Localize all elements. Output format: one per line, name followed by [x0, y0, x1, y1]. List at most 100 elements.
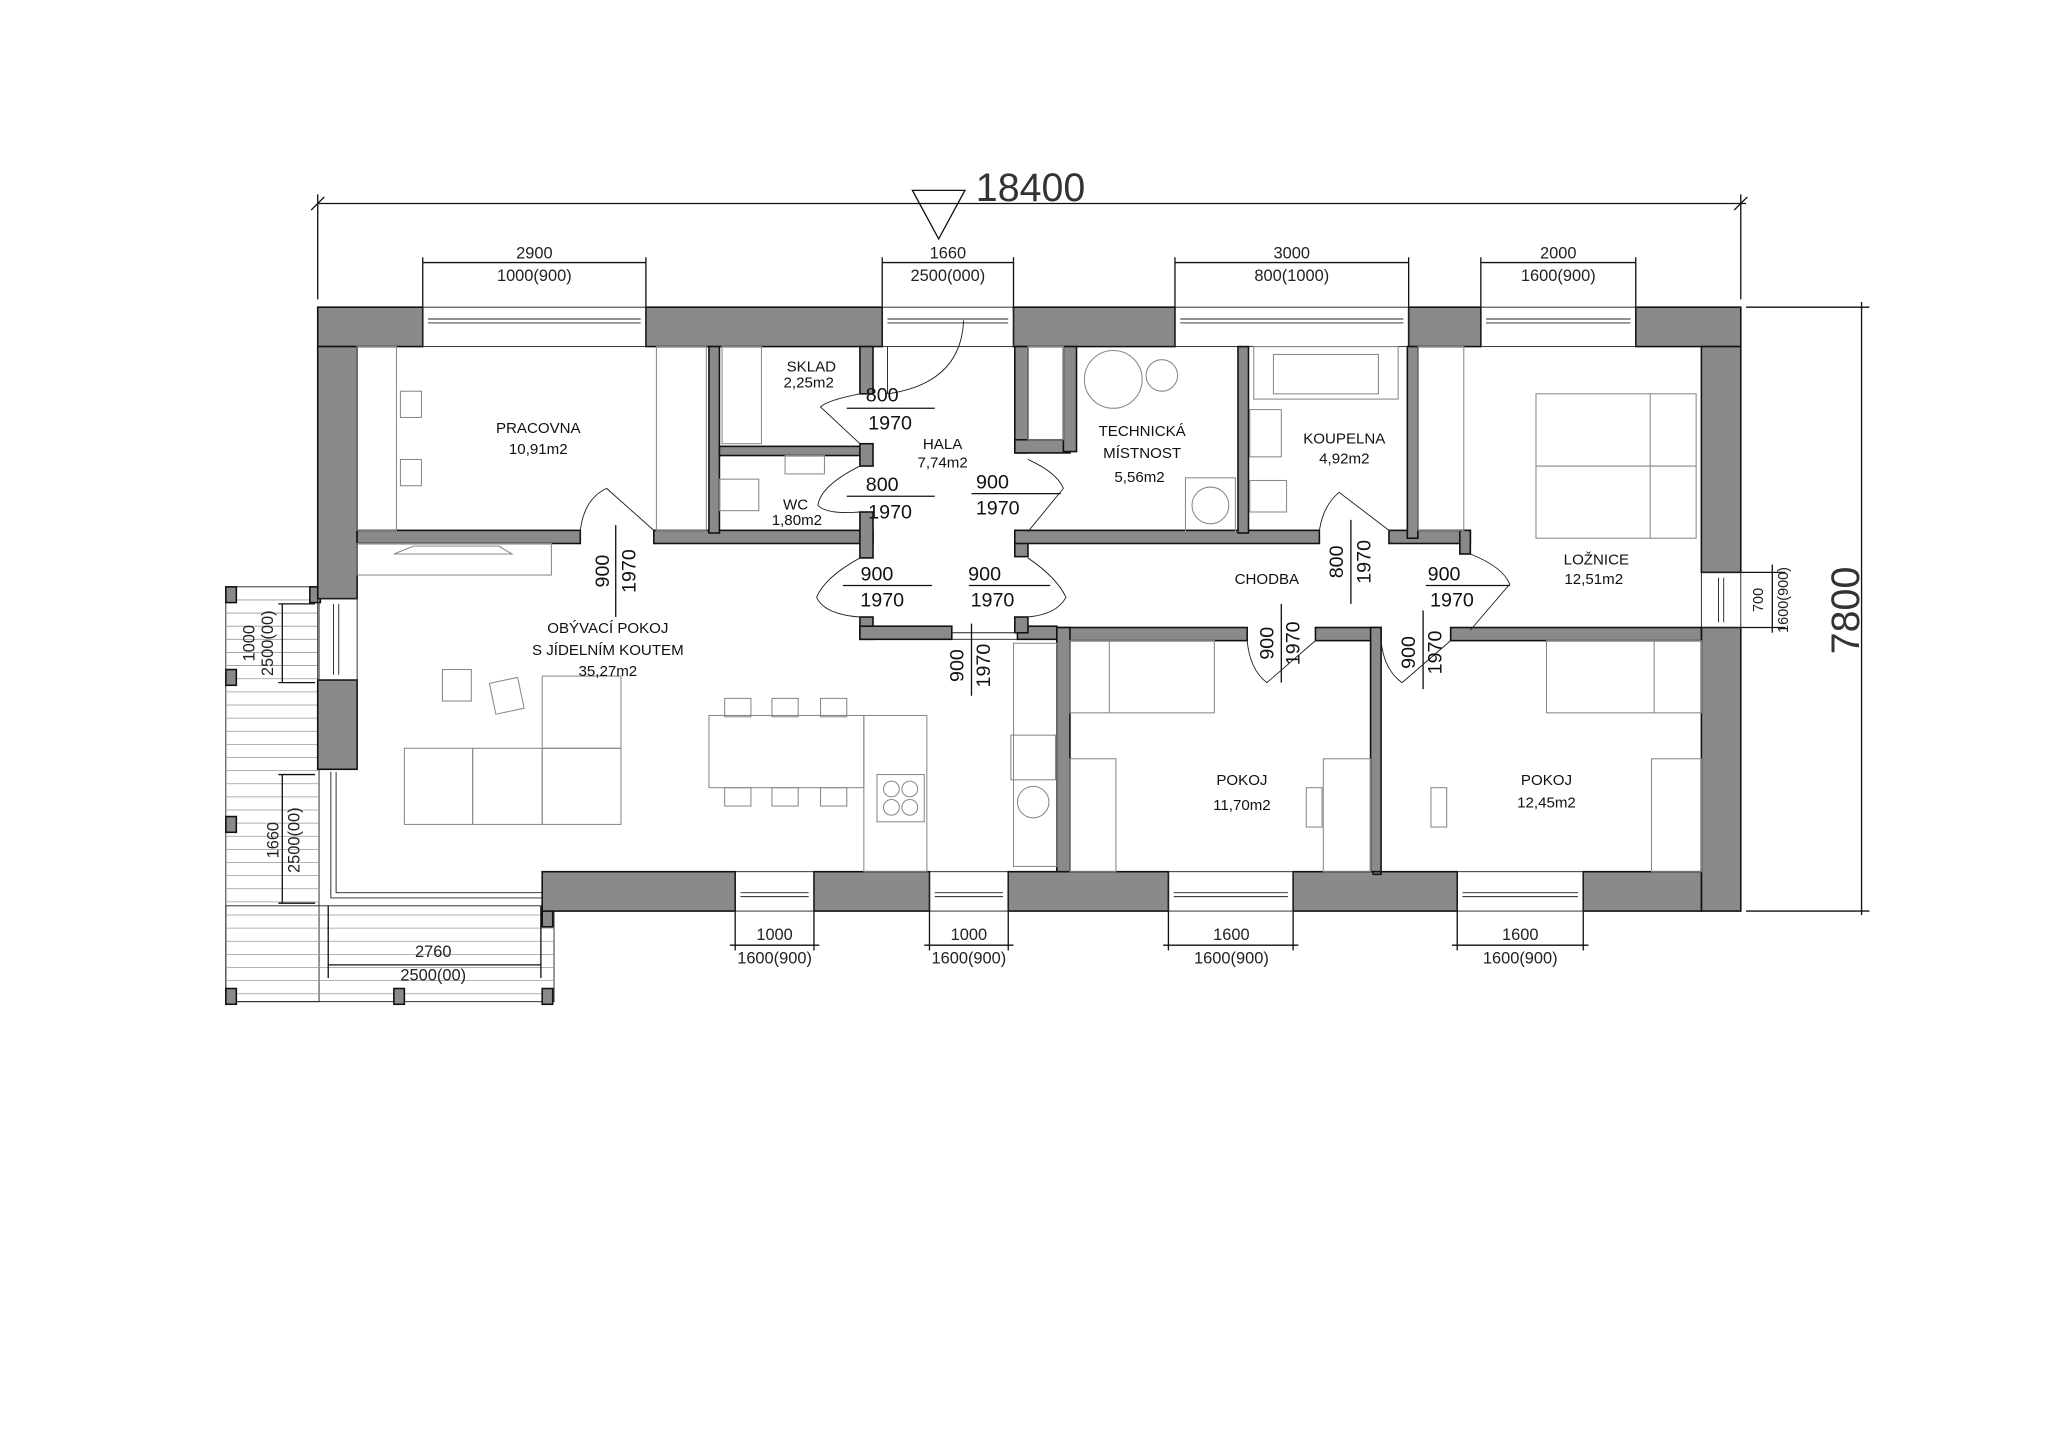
windows	[317, 306, 1742, 912]
overall-depth-label: 7800	[1824, 567, 1868, 655]
dimension-label: 800(1000)	[1254, 267, 1329, 285]
closets	[655, 346, 1702, 873]
room-koupelna-area: 4,92m2	[1319, 450, 1369, 467]
furniture	[356, 346, 1702, 873]
dimension-label: 1970	[868, 502, 912, 524]
room-sklad-area: 2,25m2	[784, 374, 834, 391]
dimension-label: 2500(000)	[910, 267, 985, 285]
elevation-marker-icon	[911, 189, 967, 241]
dimension-label: 1600(900)	[1483, 950, 1558, 968]
dimension-label: 700	[1751, 588, 1767, 612]
dimension-label: 1600(900)	[931, 950, 1006, 968]
dimension-label: 2760	[415, 943, 451, 961]
dimension-label: 800	[1326, 545, 1348, 578]
room-technicka-area: 5,56m2	[1114, 469, 1164, 486]
dimension-label: 1660	[264, 822, 282, 858]
dimension-label: 2500(00)	[285, 807, 303, 873]
dimension-label: 1970	[1430, 590, 1474, 612]
room-pracovna-area: 10,91m2	[509, 441, 568, 458]
dimension-label: 2000	[1540, 245, 1576, 263]
dimension-label: 1600(900)	[1776, 567, 1792, 633]
dimension-label: 1970	[618, 549, 640, 593]
door-koupelna: 800 1970	[1326, 519, 1376, 604]
dimension-label: 1970	[973, 644, 995, 688]
dimension-label: 900	[1428, 563, 1461, 585]
interior-walls	[356, 345, 1703, 876]
tv-unit	[356, 542, 552, 576]
dimension-label: 1000	[241, 625, 259, 661]
terrace: 1000 2500(00) 1660 2500(00) 2760 2500(00…	[225, 586, 555, 1006]
dimension-label: 2500(00)	[259, 610, 277, 676]
dimension-label: 900	[1256, 627, 1278, 660]
dimension-label: 1660	[930, 245, 966, 263]
dimension-label: 1970	[860, 590, 904, 612]
room-hala-area: 7,74m2	[917, 454, 967, 471]
door-loznice: 900 1970	[1425, 563, 1510, 612]
dimension-label: 1970	[1354, 540, 1376, 584]
dimension-label: 900	[592, 555, 614, 588]
room-obyvaci-area: 35,27m2	[579, 663, 638, 680]
bottom-window-dimensions: 1000 1600(900) 1000 1600(900) 1600 1600(900…	[729, 911, 1589, 968]
dimension-label: 900	[968, 563, 1001, 585]
dimension-label: 1970	[1424, 631, 1446, 675]
room-chodba-name: CHODBA	[1235, 571, 1300, 588]
room-wc-area: 1,80m2	[772, 512, 822, 529]
right-window-dimension: 700 1600(900)	[1740, 564, 1792, 633]
room-koupelna-name: KOUPELNA	[1303, 431, 1386, 448]
dimension-label: 1600	[1502, 926, 1538, 944]
dimension-label: 800	[866, 474, 899, 496]
dimension-label: 1970	[971, 590, 1015, 612]
dimension-label: 1000	[756, 926, 792, 944]
beds	[1069, 393, 1702, 828]
dimension-label: 1000	[951, 926, 987, 944]
dimension-label: 1600(900)	[1521, 267, 1596, 285]
door-chodba: 900 1970	[968, 563, 1051, 612]
room-pokoj2-area: 12,45m2	[1517, 794, 1576, 811]
overall-width-label: 18400	[976, 166, 1086, 210]
dimension-label: 1970	[976, 498, 1020, 520]
room-labels: PRACOVNA 10,91m2 SKLAD 2,25m2 HALA 7,74m…	[496, 359, 1629, 814]
dimension-label: 1600	[1213, 926, 1249, 944]
dimension-label: 1000(900)	[497, 267, 572, 285]
door-obyvaci: 900 1970	[842, 563, 933, 612]
overall-depth-dimension: 7800	[1746, 301, 1870, 916]
dimension-label: 800	[866, 385, 899, 407]
technical-equipment	[1083, 349, 1236, 534]
room-hala-name: HALA	[923, 436, 963, 453]
room-pokoj2-name: POKOJ	[1521, 772, 1572, 789]
dimension-label: 900	[1398, 636, 1420, 669]
room-pokoj1-name: POKOJ	[1216, 772, 1267, 789]
door-swings	[579, 320, 1511, 684]
dimension-label: 2900	[516, 245, 552, 263]
dimension-label: 2500(00)	[400, 967, 466, 985]
room-obyvaci-name2: S JÍDELNÍM KOUTEM	[532, 642, 684, 659]
room-obyvaci-name: OBÝVACÍ POKOJ	[547, 620, 668, 637]
dimension-label: 900	[861, 563, 894, 585]
room-technicka-name2: MÍSTNOST	[1103, 445, 1181, 462]
overall-width-dimension: 18400	[310, 166, 1748, 300]
dimension-label: 900	[976, 471, 1009, 493]
sofa	[403, 668, 622, 825]
desk-pracovna	[356, 346, 422, 531]
room-pracovna-name: PRACOVNA	[496, 420, 582, 437]
dimension-label: 1970	[1283, 621, 1305, 665]
door-technicka: 900 1970	[971, 471, 1061, 520]
room-pokoj1-area: 11,70m2	[1213, 797, 1271, 814]
room-technicka-name: TECHNICKÁ	[1099, 423, 1187, 440]
door-wc: 800 1970	[846, 474, 935, 524]
room-loznice-name: LOŽNICE	[1564, 551, 1629, 568]
dimension-label: 1600(900)	[1194, 950, 1269, 968]
dimension-label: 900	[947, 649, 969, 682]
room-loznice-area: 12,51m2	[1564, 571, 1623, 588]
kitchen	[863, 714, 1057, 873]
room-sklad-name: SKLAD	[787, 359, 837, 376]
bathroom-fixtures	[718, 346, 1399, 513]
